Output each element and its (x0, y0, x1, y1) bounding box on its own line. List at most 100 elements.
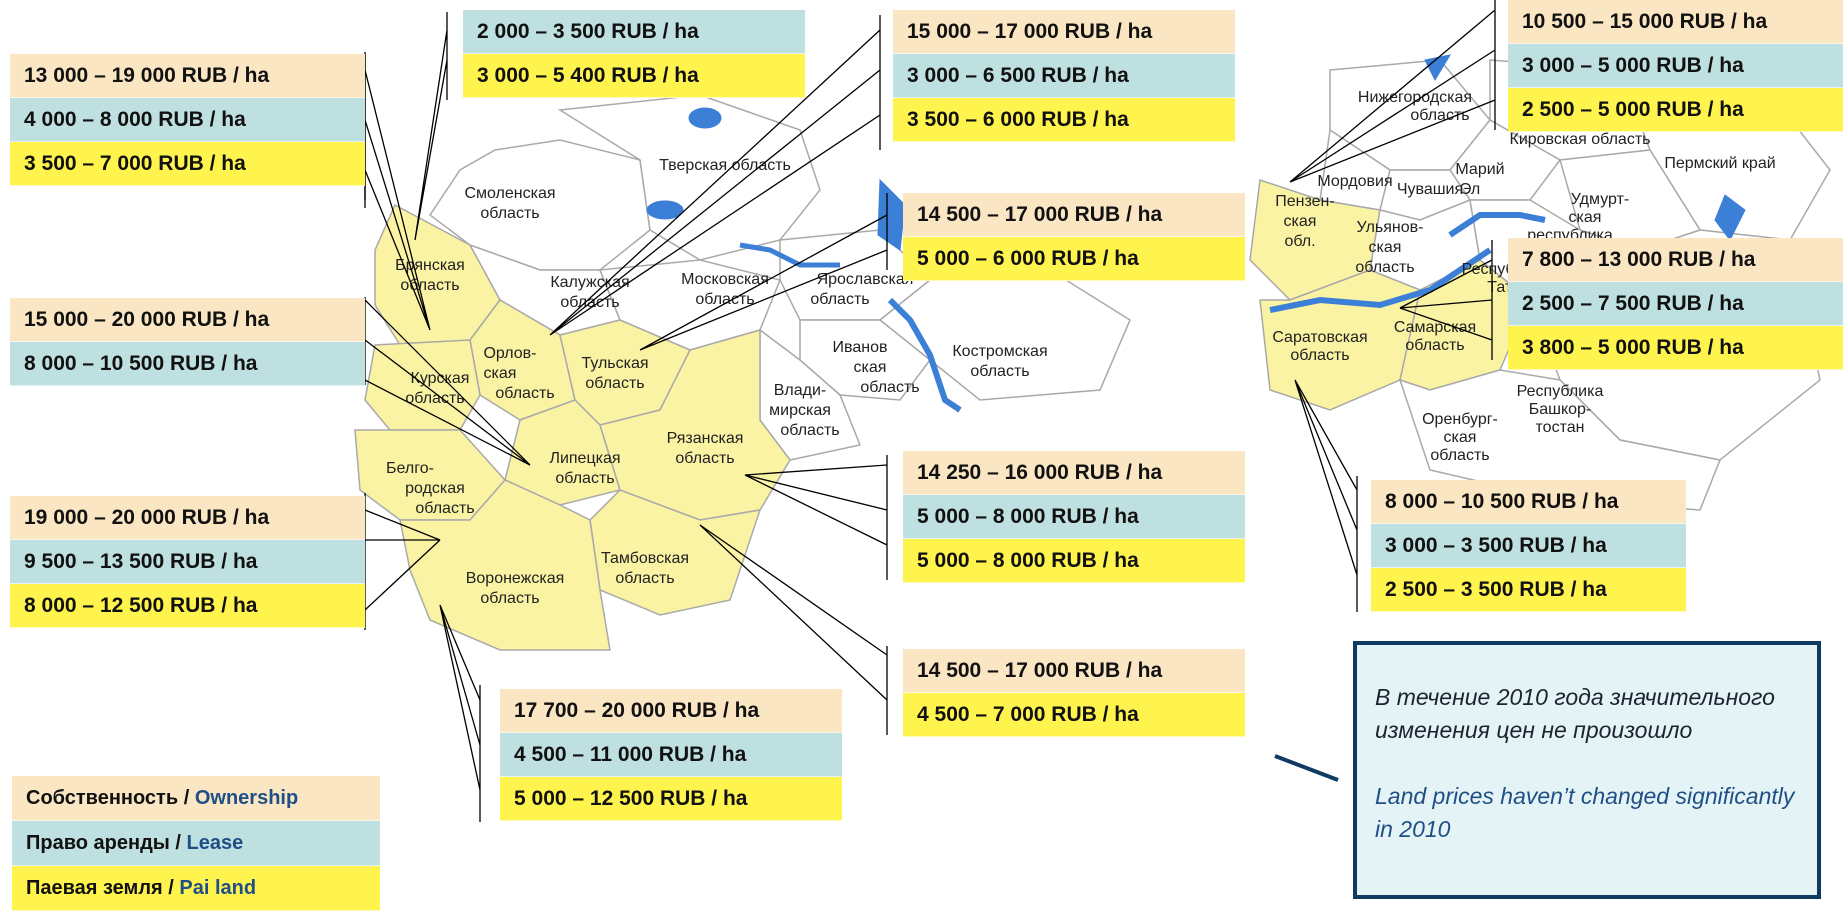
leader-tver (549, 15, 881, 336)
label-ulyanovsk-2: ская (1369, 239, 1402, 256)
lake-1 (688, 107, 722, 129)
label-orenburg: Оренбург- (1422, 411, 1498, 428)
price-lease: 8 000 – 10 500 RUB / ha (10, 342, 365, 386)
label-belgorod-3: область (415, 500, 474, 517)
price-box-bryansk: 13 000 – 19 000 RUB / ha 4 000 – 8 000 R… (10, 54, 365, 186)
leader-saratov (1294, 379, 1358, 612)
label-orenburg-2: ская (1444, 429, 1477, 446)
volga-east (887, 297, 962, 413)
label-orenburg-3: область (1430, 447, 1489, 464)
price-ownership: 7 800 – 13 000 RUB / ha (1508, 238, 1843, 282)
label-mari-2: Эл (1460, 181, 1480, 198)
price-lease: 3 000 – 3 500 RUB / ha (1371, 524, 1686, 568)
label-ryazan: Рязанская (667, 430, 744, 447)
price-lease: 2 500 – 7 500 RUB / ha (1508, 282, 1843, 326)
label-ivanovo: Иванов (833, 339, 888, 356)
leader-nizhny (1289, 0, 1496, 183)
leader-tambov (699, 524, 888, 735)
label-tula-2: область (585, 375, 644, 392)
label-kaluga: Калужская (550, 274, 629, 291)
price-ownership: 8 000 – 10 500 RUB / ha (1371, 480, 1686, 524)
label-smolensk-2: область (480, 205, 539, 222)
label-saratov: Саратовская (1272, 329, 1367, 346)
label-saratov-2: область (1290, 347, 1349, 364)
price-ownership: 17 700 – 20 000 RUB / ha (500, 689, 842, 733)
price-box-kursk: 15 000 – 20 000 RUB / ha 8 000 – 10 500 … (10, 298, 365, 386)
legend-ownership: Собственность / Ownership (12, 776, 380, 821)
label-vladimir-3: область (780, 422, 839, 439)
note-russian: В течение 2010 года значительного измене… (1375, 684, 1775, 743)
legend: Собственность / Ownership Право аренды /… (12, 776, 380, 911)
price-box-kaluga: 2 000 – 3 500 RUB / ha 3 000 – 5 400 RUB… (463, 10, 805, 98)
label-kursk: Курская (411, 370, 470, 387)
label-ulyanovsk: Ульянов- (1357, 219, 1424, 236)
label-tver: Тверская область (659, 157, 791, 174)
price-box-voronezh: 17 700 – 20 000 RUB / ha 4 500 – 11 000 … (500, 689, 842, 821)
price-lease: 5 000 – 8 000 RUB / ha (903, 495, 1245, 539)
price-lease: 3 000 – 6 500 RUB / ha (893, 54, 1235, 98)
price-lease: 3 000 – 5 000 RUB / ha (1508, 44, 1843, 88)
label-tula: Тульская (581, 355, 648, 372)
volga-upper (739, 242, 840, 268)
price-box-tambov: 14 500 – 17 000 RUB / ha 4 500 – 7 000 R… (903, 649, 1245, 737)
price-pai: 4 500 – 7 000 RUB / ha (903, 693, 1245, 737)
leader-note (1274, 754, 1339, 782)
leader-lines (364, 0, 1496, 822)
legend-pai-en: Pai land (179, 877, 257, 899)
leader-belgorod (364, 493, 441, 630)
price-lease: 2 000 – 3 500 RUB / ha (463, 10, 805, 54)
price-ownership: 14 500 – 17 000 RUB / ha (903, 649, 1245, 693)
label-ryazan-2: область (675, 450, 734, 467)
legend-pai-ru: Паевая земля / (26, 877, 174, 899)
leader-voronezh (439, 604, 481, 822)
legend-ownership-ru: Собственность / (26, 787, 190, 809)
price-ownership: 10 500 – 15 000 RUB / ha (1508, 0, 1843, 44)
label-voronezh: Воронежская (466, 570, 565, 587)
legend-pai: Паевая земля / Pai land (12, 866, 380, 911)
label-moscow-2: область (695, 291, 754, 308)
price-box-ryazan: 14 250 – 16 000 RUB / ha 5 000 – 8 000 R… (903, 451, 1245, 583)
label-yaroslavl: Ярославская (817, 271, 914, 288)
label-mordovia: Мордовия (1317, 173, 1392, 190)
price-pai: 3 500 – 7 000 RUB / ha (10, 142, 365, 186)
lake-2 (646, 200, 684, 220)
label-chuvashia: Чувашия (1397, 181, 1463, 198)
price-pai: 3 800 – 5 000 RUB / ha (1508, 326, 1843, 370)
label-penza: Пензен- (1275, 193, 1334, 210)
label-nizhny-2: область (1410, 107, 1469, 124)
label-vladimir-2: мирская (769, 402, 831, 419)
legend-lease-ru: Право аренды / (26, 832, 181, 854)
price-pai: 5 000 – 12 500 RUB / ha (500, 777, 842, 821)
label-tambov: Тамбовская (601, 550, 689, 567)
label-mari: Марий (1455, 161, 1504, 178)
leader-kursk (364, 297, 531, 466)
price-ownership: 15 000 – 20 000 RUB / ha (10, 298, 365, 342)
region-labels: Смоленская область Тверская область Брян… (386, 89, 1776, 607)
price-lease: 4 000 – 8 000 RUB / ha (10, 98, 365, 142)
price-ownership: 14 250 – 16 000 RUB / ha (903, 451, 1245, 495)
label-udmurtia: Удмурт- (1571, 191, 1629, 208)
label-udmurtia-2: ская (1569, 209, 1602, 226)
label-lipetsk-2: область (555, 470, 614, 487)
label-orel-2: ская (484, 365, 517, 382)
label-kostroma-2: область (970, 363, 1029, 380)
price-ownership: 13 000 – 19 000 RUB / ha (10, 54, 365, 98)
label-orel-3: область (495, 385, 554, 402)
label-kursk-2: область (405, 390, 464, 407)
price-ownership: 19 000 – 20 000 RUB / ha (10, 496, 365, 540)
label-samara: Самарская (1394, 319, 1476, 336)
note-box: В течение 2010 года значительного измене… (1353, 641, 1821, 899)
price-pai: 5 000 – 6 000 RUB / ha (903, 237, 1245, 281)
label-voronezh-2: область (480, 590, 539, 607)
label-kostroma: Костромская (952, 343, 1047, 360)
legend-lease: Право аренды / Lease (12, 821, 380, 866)
note-english: Land prices haven’t changed significantl… (1375, 783, 1795, 842)
price-box-nizhny: 10 500 – 15 000 RUB / ha 3 000 – 5 000 R… (1508, 0, 1843, 132)
label-vladimir: Влади- (774, 382, 827, 399)
leader-ryazan (744, 455, 888, 580)
label-ulyanovsk-3: область (1355, 259, 1414, 276)
label-moscow: Московская (681, 271, 769, 288)
label-lipetsk: Липецкая (549, 450, 620, 467)
label-ivanovo-2: ская (854, 359, 887, 376)
price-pai: 8 000 – 12 500 RUB / ha (10, 584, 365, 628)
